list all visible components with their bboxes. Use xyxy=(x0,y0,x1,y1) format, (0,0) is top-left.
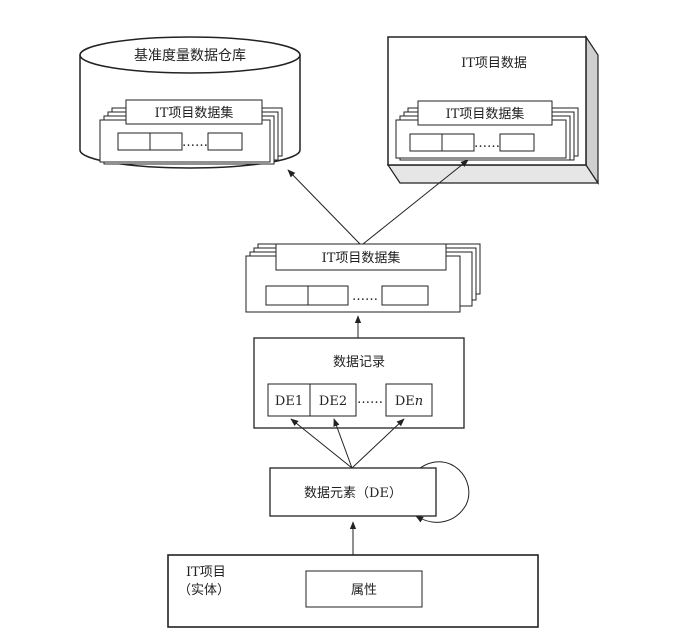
data-record-cell-n: DEn xyxy=(395,394,423,409)
data-record-cell-1: DE1 xyxy=(275,394,303,409)
self-reference-loop xyxy=(415,461,470,523)
it-project-data-box: IT项目数据 IT项目数据集 …… xyxy=(386,35,600,185)
connector-arrows xyxy=(287,159,470,555)
warehouse-dataset-stack: IT项目数据集 …… xyxy=(99,99,283,165)
middle-dataset-label: IT项目数据集 xyxy=(322,250,401,266)
warehouse-dataset-label: IT项目数据集 xyxy=(155,105,234,121)
benchmark-data-warehouse: 基准度量数据仓库 IT项目数据集 …… xyxy=(79,36,301,169)
middle-dataset-stack: IT项目数据集 …… xyxy=(245,243,481,313)
it-project-entity-box: IT项目 （实体） 属性 xyxy=(167,554,539,628)
data-record-cell-2: DE2 xyxy=(319,394,347,409)
data-record-title: 数据记录 xyxy=(333,355,385,370)
arrow-to-it-project-data xyxy=(362,159,469,245)
data-record-box: 数据记录 DE1 DE2 …… DEn xyxy=(253,337,465,429)
it-project-ellipsis: …… xyxy=(474,136,500,151)
arrow-to-warehouse xyxy=(287,169,361,245)
it-project-title: IT项目 xyxy=(186,565,226,580)
it-project-dataset-stack: IT项目数据集 …… xyxy=(395,100,579,161)
it-project-dataset-label: IT项目数据集 xyxy=(446,106,525,122)
arrow-to-de2 xyxy=(333,418,353,469)
data-record-ellipsis: …… xyxy=(357,392,383,407)
attribute-label: 属性 xyxy=(351,583,377,598)
data-element-box: 数据元素（DE） xyxy=(269,467,437,517)
middle-dataset-ellipsis: …… xyxy=(352,289,378,304)
it-project-data-title: IT项目数据 xyxy=(461,56,527,71)
arrow-to-den xyxy=(351,418,405,469)
data-element-label: 数据元素（DE） xyxy=(304,486,402,501)
it-project-subtitle: （实体） xyxy=(178,583,230,598)
warehouse-title: 基准度量数据仓库 xyxy=(134,47,246,64)
warehouse-ellipsis: …… xyxy=(182,135,208,150)
arrow-to-de1 xyxy=(290,418,353,469)
